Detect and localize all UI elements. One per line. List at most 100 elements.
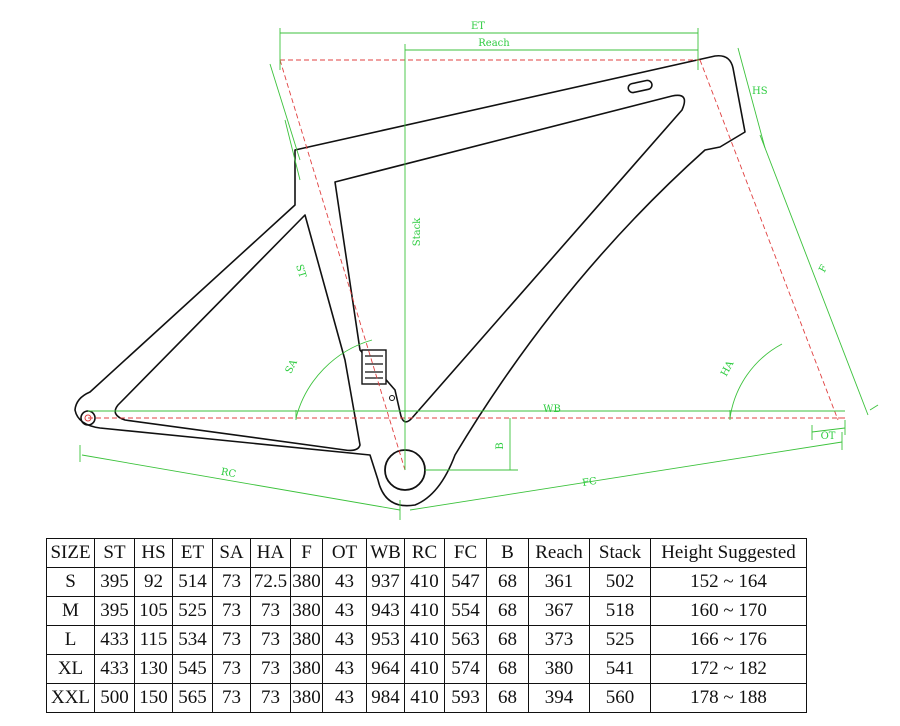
- table-cell: 115: [134, 625, 173, 655]
- table-cell: 72.5: [250, 567, 291, 597]
- table-header-cell: B: [486, 538, 529, 568]
- table-cell: 43: [322, 567, 367, 597]
- hs-dimension-line: [737, 47, 766, 149]
- fork-dimension-line: [759, 134, 869, 416]
- table-cell: 166 ~ 176: [650, 625, 807, 655]
- table-header-cell: WB: [366, 538, 405, 568]
- table-cell: 178 ~ 188: [650, 683, 807, 713]
- table-cell: 73: [212, 625, 251, 655]
- table-cell: 593: [444, 683, 487, 713]
- table-header-cell: HA: [250, 538, 291, 568]
- rc-dimension-line: [81, 454, 401, 511]
- table-cell: 395: [94, 596, 135, 626]
- table-cell: 574: [444, 654, 487, 684]
- label-hs: HS: [752, 86, 768, 97]
- table-cell: 433: [94, 654, 135, 684]
- table-cell: 130: [134, 654, 173, 684]
- table-cell: 68: [486, 567, 529, 597]
- bike-frame-drawing: [74, 54, 746, 507]
- table-header-cell: Stack: [589, 538, 651, 568]
- table-cell: 361: [528, 567, 590, 597]
- headtube-slot: [627, 79, 653, 94]
- label-et: ET: [471, 21, 485, 32]
- table-cell: 367: [528, 596, 590, 626]
- table-cell: 43: [322, 683, 367, 713]
- table-cell: 43: [322, 596, 367, 626]
- table-cell: 410: [404, 625, 445, 655]
- main-triangle-cutout: [334, 94, 686, 423]
- table-cell: 525: [589, 625, 651, 655]
- frame-outer-outline: [74, 54, 746, 507]
- table-cell: 73: [212, 683, 251, 713]
- label-stack: Stack: [412, 217, 423, 246]
- table-cell: 395: [94, 567, 135, 597]
- table-header-cell: Height Suggested: [650, 538, 807, 568]
- table-cell: M: [46, 596, 95, 626]
- table-cell: 380: [290, 625, 323, 655]
- label-rc: RC: [220, 467, 237, 481]
- table-cell: 534: [172, 625, 213, 655]
- table-header-cell: FC: [444, 538, 487, 568]
- table-cell: 502: [589, 567, 651, 597]
- table-cell: 563: [444, 625, 487, 655]
- label-ha: HA: [719, 359, 737, 379]
- dimension-labels: ET Reach HS Stack ST SA HA F WB OT B RC …: [220, 21, 836, 489]
- table-cell: 73: [250, 683, 291, 713]
- table-cell: 410: [404, 654, 445, 684]
- table-cell: 160 ~ 170: [650, 596, 807, 626]
- label-st: ST: [293, 263, 308, 279]
- label-ot: OT: [821, 431, 836, 442]
- table-cell: 953: [366, 625, 405, 655]
- table-cell: 73: [250, 625, 291, 655]
- table-cell: 560: [589, 683, 651, 713]
- table-cell: 73: [212, 567, 251, 597]
- table-cell: 380: [290, 683, 323, 713]
- table-header-cell: ST: [94, 538, 135, 568]
- table-header-cell: RC: [404, 538, 445, 568]
- table-cell: 73: [212, 596, 251, 626]
- table-header-cell: ET: [172, 538, 213, 568]
- steering-axis-centerline: [699, 59, 839, 421]
- table-cell: XXL: [46, 683, 95, 713]
- table-cell: 410: [404, 567, 445, 597]
- table-cell: 380: [290, 567, 323, 597]
- table-header-cell: SA: [212, 538, 251, 568]
- table-cell: 547: [444, 567, 487, 597]
- rear-triangle-cutout: [114, 214, 361, 452]
- table-cell: 68: [486, 654, 529, 684]
- table-cell: 937: [366, 567, 405, 597]
- table-cell: 43: [322, 625, 367, 655]
- st-dimension-line: [269, 63, 301, 161]
- table-cell: 43: [322, 654, 367, 684]
- table-cell: 152 ~ 164: [650, 567, 807, 597]
- table-cell: 92: [134, 567, 173, 597]
- table-cell: S: [46, 567, 95, 597]
- table-header-cell: Reach: [528, 538, 590, 568]
- table-header-cell: OT: [322, 538, 367, 568]
- table-cell: 380: [290, 596, 323, 626]
- label-f: F: [817, 263, 830, 274]
- centerlines: [88, 59, 845, 471]
- table-cell: 554: [444, 596, 487, 626]
- label-fc: FC: [582, 476, 598, 489]
- table-cell: 541: [589, 654, 651, 684]
- table-cell: 380: [290, 654, 323, 684]
- table-cell: 73: [212, 654, 251, 684]
- seat-angle-arc: [295, 339, 373, 419]
- dimension-lines: [79, 28, 879, 520]
- ot-dimension-line: [811, 427, 846, 433]
- table-cell: 545: [172, 654, 213, 684]
- table-cell: 73: [250, 596, 291, 626]
- table-cell: 514: [172, 567, 213, 597]
- table-cell: 105: [134, 596, 173, 626]
- table-cell: 433: [94, 625, 135, 655]
- table-cell: 565: [172, 683, 213, 713]
- table-cell: 984: [366, 683, 405, 713]
- fc-dimension-line: [409, 441, 843, 511]
